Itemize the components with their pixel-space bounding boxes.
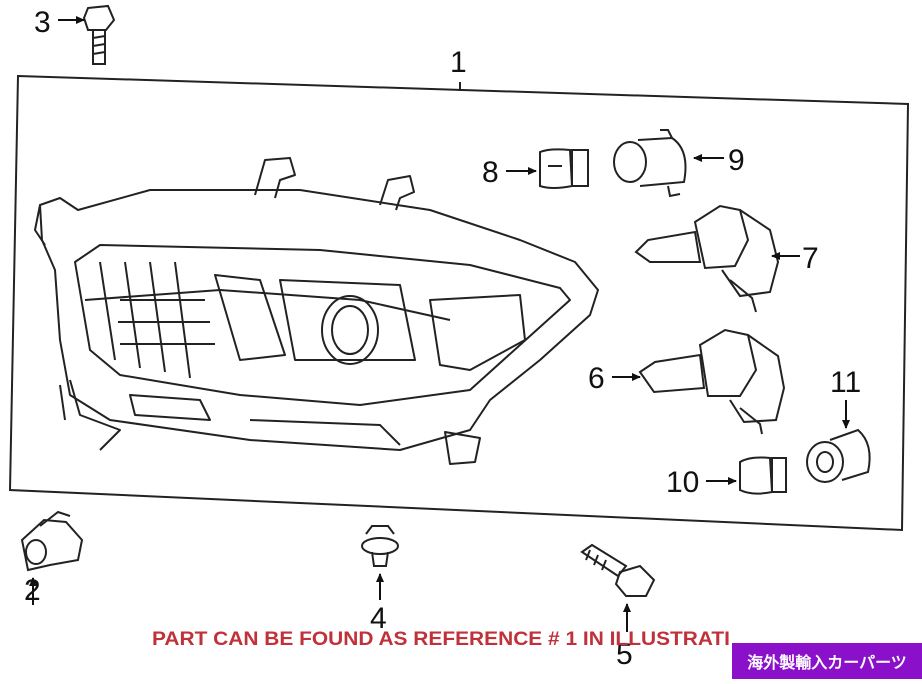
bulb-6 [638,328,786,435]
callout-9: 9 [728,144,745,177]
bulb-8 [539,148,589,189]
bulb-9 [613,129,687,198]
bulb-7 [634,204,780,313]
callout-11: 11 [830,366,861,399]
callout-8: 8 [482,156,499,189]
callout-1: 1 [450,46,467,79]
clip-4 [361,525,399,567]
bulb-10 [739,456,787,495]
callout-2: 2 [24,574,41,607]
callout-3: 3 [34,6,51,39]
callout-10: 10 [666,466,699,499]
callout-4: 4 [370,602,387,635]
bolt-5 [580,543,656,597]
headlamp-assembly [34,157,599,465]
clip-2 [20,510,84,572]
callout-5: 5 [616,638,633,671]
assembly-frame [8,74,910,532]
socket-11 [806,428,871,483]
reference-note: PART CAN BE FOUND AS REFERENCE # 1 IN IL… [152,629,730,650]
callout-6: 6 [588,362,605,395]
source-banner: 海外製輸入カーパーツ [732,643,922,679]
callout-7: 7 [802,242,819,275]
bolt-3 [82,4,116,65]
